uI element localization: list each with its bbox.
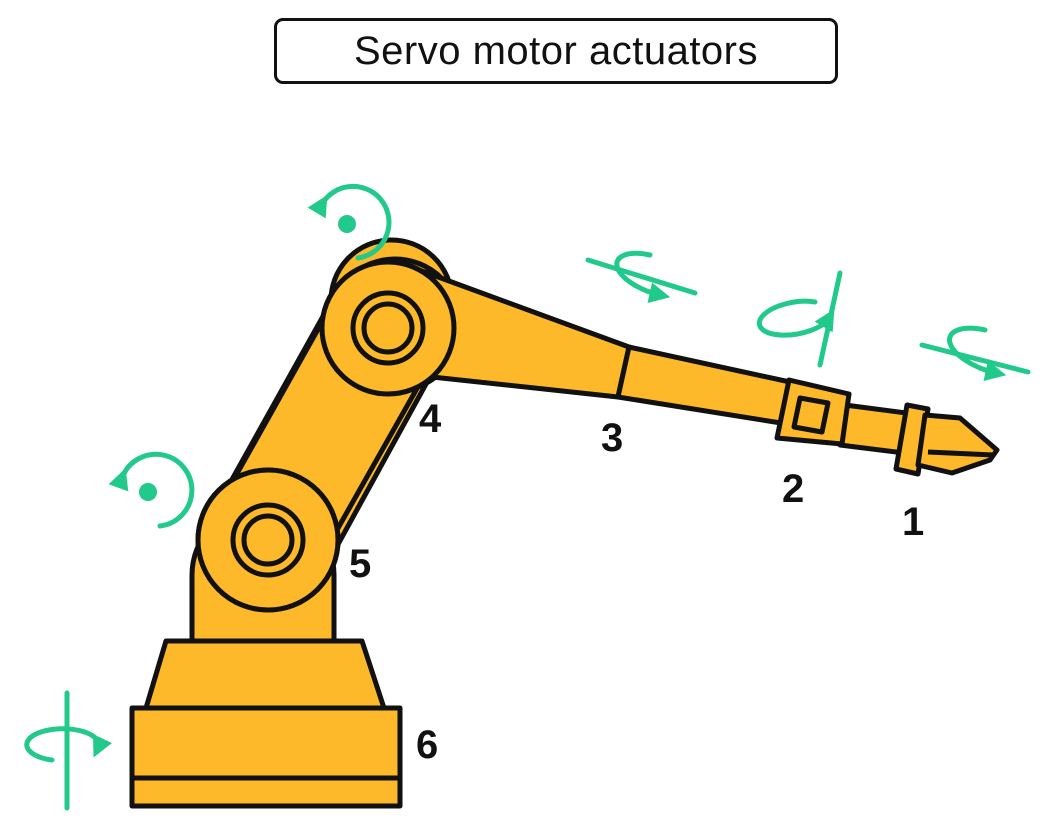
base-block (129, 705, 403, 809)
axis-rotation-icon (585, 250, 698, 303)
in-plane-rotation-icon (307, 183, 392, 261)
joint-2-slot (791, 395, 831, 435)
gripper-tip (915, 412, 1000, 476)
joint-5-bore (241, 513, 295, 567)
joint-label-1: 1 (902, 500, 924, 544)
vertical-axis-rotation-icon (24, 690, 112, 811)
joint-label-5: 5 (349, 542, 371, 586)
base-trapezoid (143, 638, 387, 711)
joint-label-4: 4 (419, 397, 442, 441)
diagram-title: Servo motor actuators (354, 28, 758, 73)
joint-label-2: 2 (782, 467, 804, 511)
axis-rotation-icon (919, 325, 1031, 382)
in-plane-rotation-icon (108, 451, 195, 529)
axis-rotation-icon (756, 270, 843, 368)
rotation-indicators (24, 183, 1031, 811)
joint-label-6: 6 (416, 723, 438, 767)
joint-4-bore (361, 301, 415, 355)
wrist-shaft-joint-3 (615, 344, 793, 426)
title-box: Servo motor actuators (274, 18, 838, 84)
main-arm (195, 259, 632, 613)
gripper-jaw-line (927, 449, 994, 458)
joint-label-3: 3 (601, 416, 623, 460)
wrist-assembly (615, 344, 1000, 477)
joint-labels: 1 2 3 4 5 6 (349, 397, 924, 767)
